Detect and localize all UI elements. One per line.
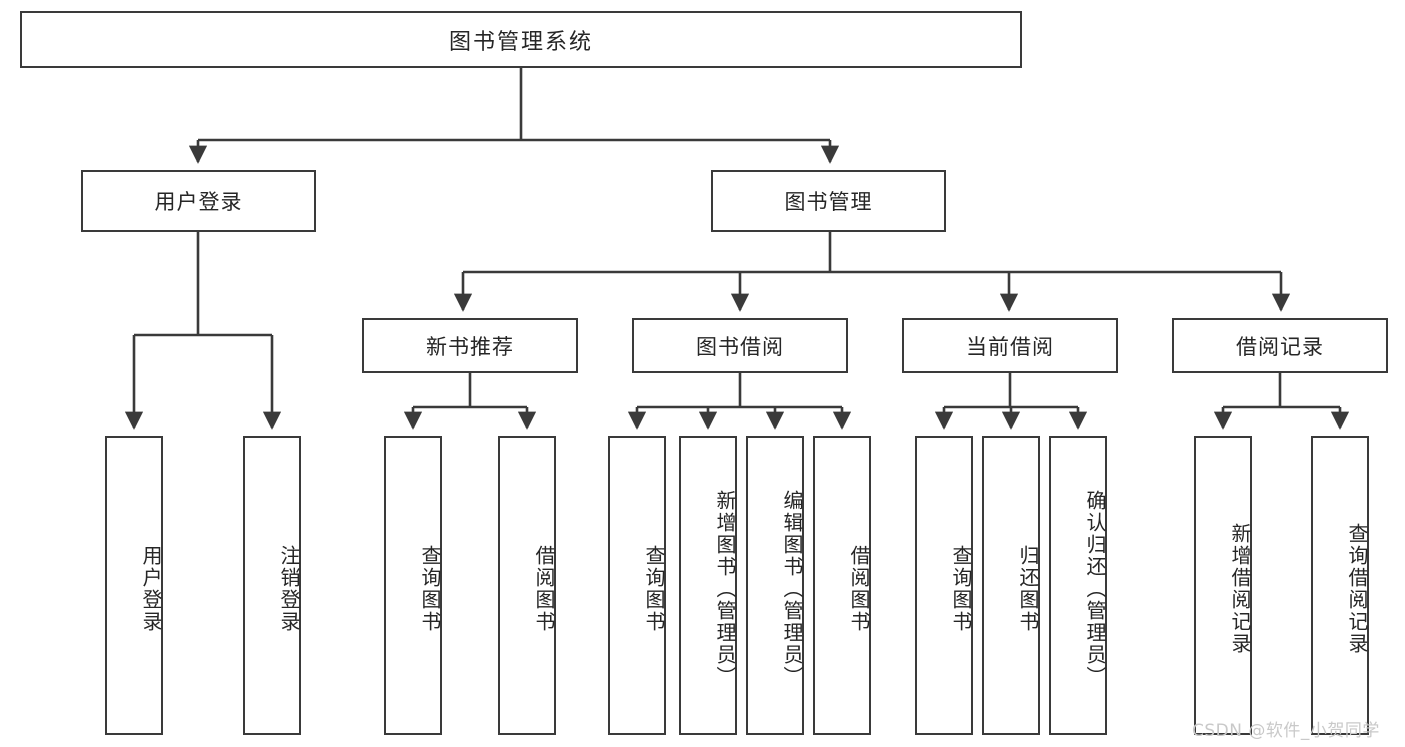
leaf-borrow-book[interactable]: 借阅图书 bbox=[813, 436, 871, 735]
leaf-logout[interactable]: 注销登录 bbox=[243, 436, 301, 735]
watermark-text: CSDN @软件_小贺同学 bbox=[1192, 721, 1380, 741]
leaf-return-book[interactable]: 归还图书 bbox=[982, 436, 1040, 735]
leaf-edit-book-admin[interactable]: 编辑图书（管理员） bbox=[746, 436, 804, 735]
leaf-user-login[interactable]: 用户登录 bbox=[105, 436, 163, 735]
leaf-query-book-current[interactable]: 查询图书 bbox=[915, 436, 973, 735]
leaf-query-borrow-record[interactable]: 查询借阅记录 bbox=[1311, 436, 1369, 735]
leaf-borrow-book-recommend[interactable]: 借阅图书 bbox=[498, 436, 556, 735]
node-book-management[interactable]: 图书管理 bbox=[711, 170, 946, 232]
node-new-book-recommend[interactable]: 新书推荐 bbox=[362, 318, 578, 373]
leaf-query-book-borrow[interactable]: 查询图书 bbox=[608, 436, 666, 735]
node-book-borrow[interactable]: 图书借阅 bbox=[632, 318, 848, 373]
leaf-confirm-return-admin[interactable]: 确认归还（管理员） bbox=[1049, 436, 1107, 735]
leaf-query-book-recommend[interactable]: 查询图书 bbox=[384, 436, 442, 735]
node-user-login[interactable]: 用户登录 bbox=[81, 170, 316, 232]
node-current-borrow[interactable]: 当前借阅 bbox=[902, 318, 1118, 373]
leaf-add-borrow-record[interactable]: 新增借阅记录 bbox=[1194, 436, 1252, 735]
node-root-system[interactable]: 图书管理系统 bbox=[20, 11, 1022, 68]
leaf-add-book-admin[interactable]: 新增图书（管理员） bbox=[679, 436, 737, 735]
node-borrow-record[interactable]: 借阅记录 bbox=[1172, 318, 1388, 373]
